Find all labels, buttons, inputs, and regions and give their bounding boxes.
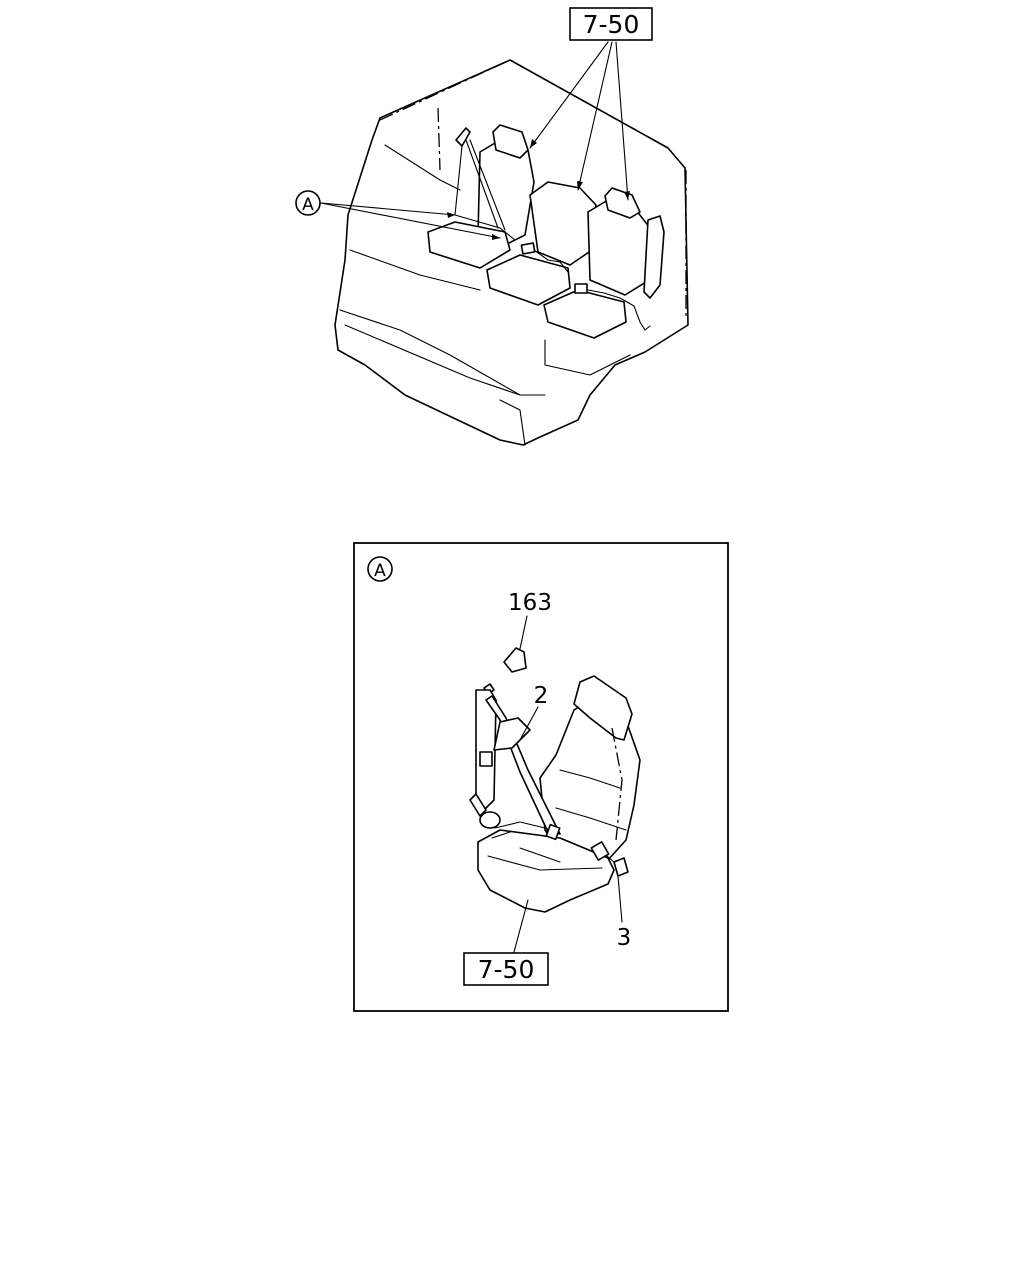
cab-outline (334, 59, 689, 446)
callout-a-circle-detail (367, 556, 393, 582)
middle-seat-back (529, 181, 597, 266)
callout-a-arrowheads (447, 212, 500, 240)
passenger-belt-anchor (639, 321, 651, 331)
part-3-label: 3 (617, 925, 632, 951)
part-3-leader (617, 875, 623, 923)
buckle-body (590, 841, 610, 861)
ref-leader-2 (577, 41, 613, 191)
driver-seat-cushion (427, 221, 511, 269)
cab-roof-edge (379, 59, 669, 149)
passenger-seat-headrest (604, 187, 641, 219)
callout-a-label-top: A (302, 195, 314, 215)
driver-belt-anchor (455, 127, 471, 147)
ref-box-detail-leader (513, 899, 529, 953)
belt-adjuster (479, 751, 493, 767)
detail-seat-cushion-seam (487, 847, 603, 871)
cab-floor-line (349, 249, 481, 291)
belt-lower-anchor (469, 793, 487, 817)
driver-belt-lap (454, 214, 516, 241)
detail-seat-back-seam (555, 769, 627, 831)
callout-a-circle-top (295, 190, 321, 216)
detail-seat-headrest (573, 675, 633, 741)
cab-step-line (544, 339, 631, 376)
passenger-belt-retractor (643, 215, 665, 299)
middle-seat-cushion (486, 254, 571, 306)
belt-retractor-spool (479, 811, 501, 829)
cab-inner-panel (384, 144, 461, 191)
belt-tongue (545, 823, 561, 841)
cab-lower-panel (339, 309, 546, 396)
driver-seat-headrest (492, 124, 529, 159)
part-163-label: 163 (508, 590, 552, 616)
ref-leader-1 (529, 41, 609, 149)
passenger-belt-strap (587, 289, 641, 323)
middle-belt-strap (533, 249, 569, 273)
middle-belt-buckle (574, 283, 588, 294)
ref-leader-3 (615, 41, 629, 201)
callout-a-label-detail: A (374, 561, 386, 581)
ref-box-detail-label: 7-50 (478, 955, 535, 984)
part-2-label: 2 (534, 683, 549, 709)
ref-box-detail (463, 952, 549, 986)
detail-seat-side-dash (611, 727, 623, 841)
driver-belt-buckle (520, 242, 536, 255)
ref-box-top-label: 7-50 (583, 10, 640, 39)
cab-window-line (437, 107, 441, 171)
part-2-leader (519, 706, 539, 741)
callout-a-leader-1 (320, 202, 456, 216)
cab-bumper-line (344, 324, 521, 396)
driver-belt-shoulder (454, 139, 506, 231)
cab-front-lower (499, 399, 526, 446)
detail-a-panel: A 163 2 3 7-50 (353, 542, 729, 1012)
buckle-anchor (613, 857, 629, 877)
passenger-seat-cushion (543, 289, 627, 339)
callout-a-leader-2 (320, 202, 501, 239)
cab-interior-view: 7-50 A (295, 7, 689, 446)
part-163-cover (503, 647, 527, 673)
ref-box-top (569, 7, 653, 41)
